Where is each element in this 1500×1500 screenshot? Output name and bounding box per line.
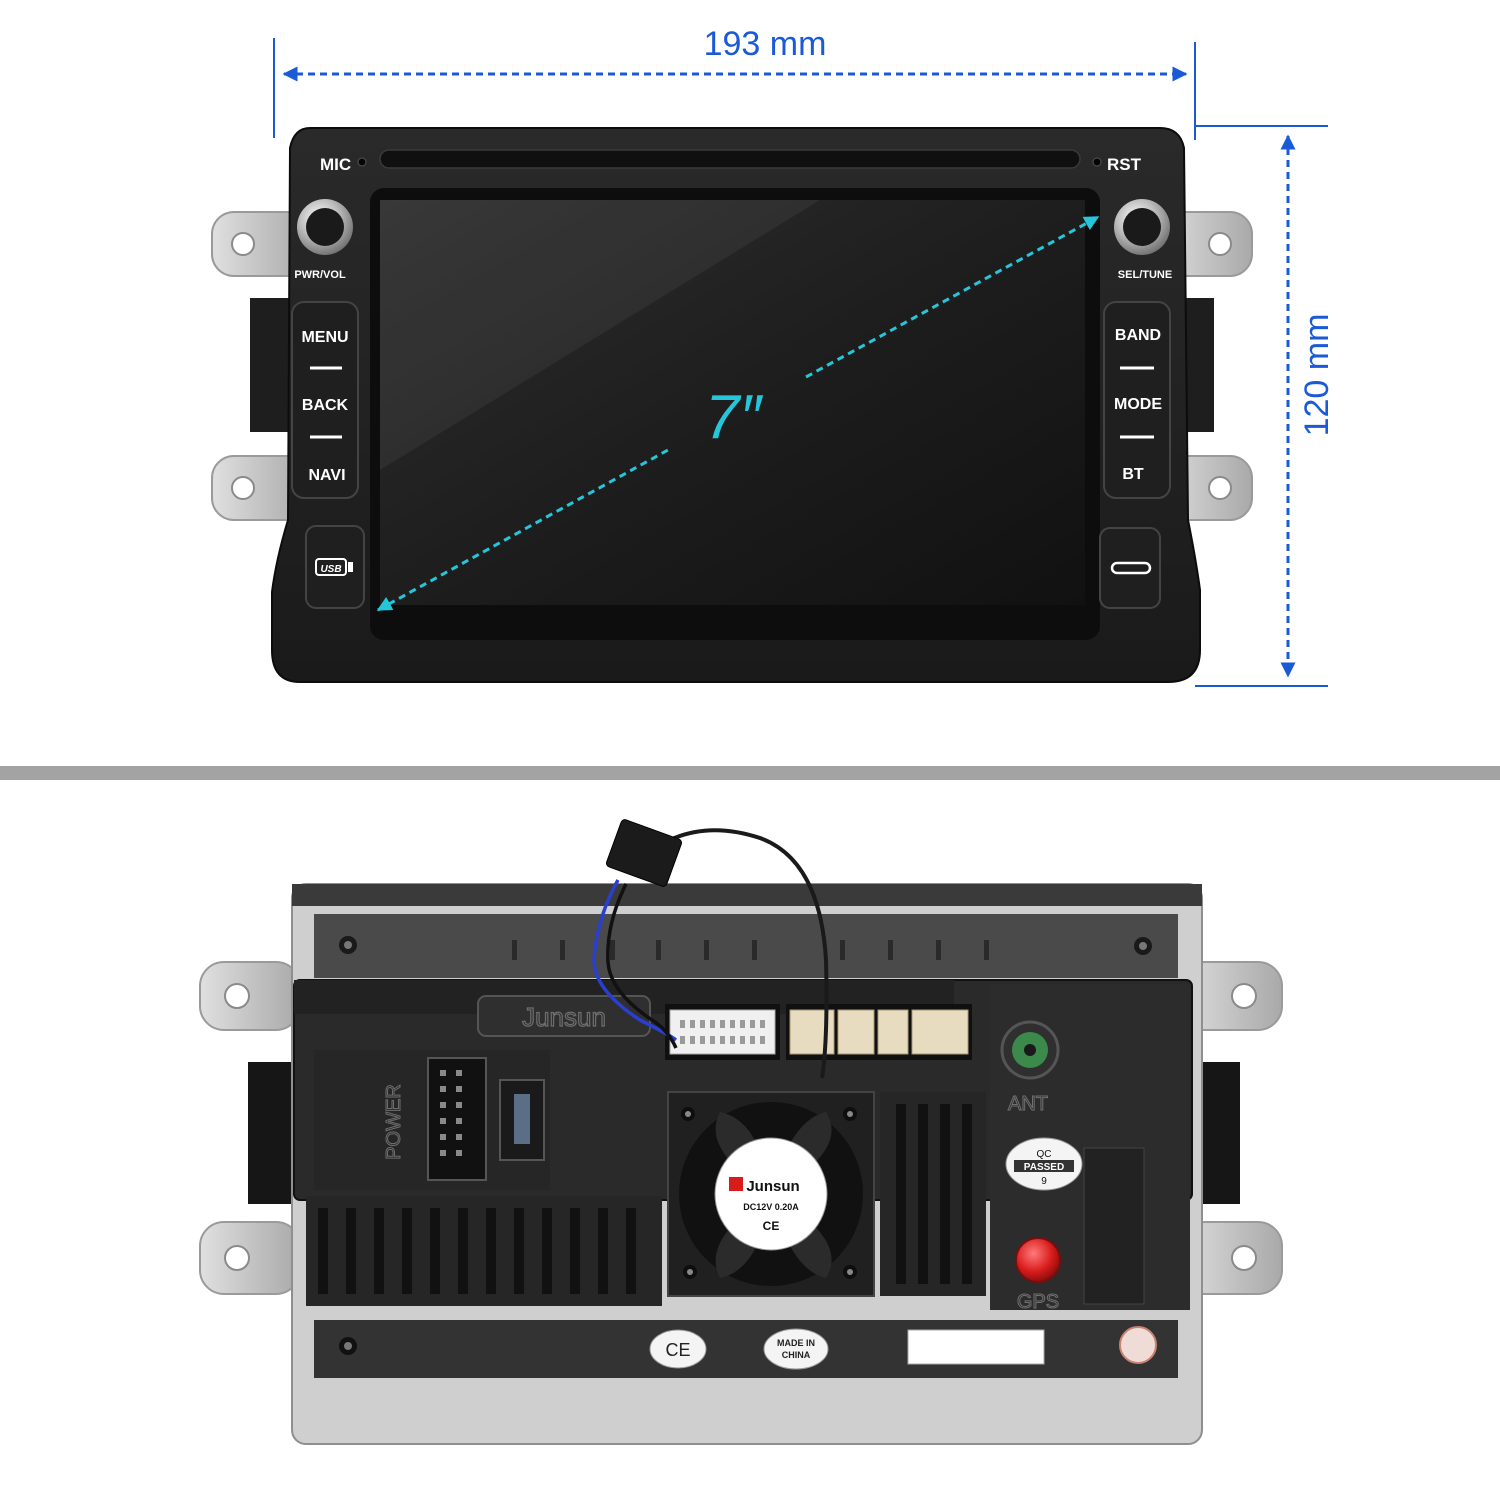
- diagonal-label: 7″: [705, 383, 763, 452]
- mic-label: MIC: [320, 155, 351, 174]
- section-divider: [0, 766, 1500, 780]
- screw-icon-fan-br: [843, 1265, 857, 1279]
- rst-hole[interactable]: [1092, 157, 1102, 167]
- screw-icon-top-left: [339, 936, 357, 954]
- ce-badge-text: CE: [665, 1340, 690, 1360]
- screw-icon-top-right: [1134, 937, 1152, 955]
- lower-vent-section: [306, 1196, 662, 1306]
- fan-spec: DC12V 0.20A: [743, 1202, 799, 1212]
- sel-tune-label: SEL/TUNE: [1118, 269, 1172, 281]
- front-view: 193 mm 120 mm MIC RST: [211, 25, 1336, 687]
- brand-panel-text: Junsun: [522, 1002, 606, 1032]
- iso-connector-white: [665, 1004, 780, 1060]
- screen[interactable]: [380, 200, 1085, 605]
- type-c-icon: [1110, 561, 1152, 575]
- fan-assembly: Junsun DC12V 0.20A CE: [667, 1091, 875, 1297]
- ce-badge: [649, 1329, 707, 1369]
- screen-glare: [380, 200, 820, 470]
- diagonal-arrow-icon-upper: [805, 215, 1100, 379]
- pwr-vol-knob[interactable]: [297, 199, 353, 255]
- made-in-china-badge: [763, 1328, 829, 1370]
- fan-brand: Junsun: [746, 1178, 799, 1195]
- serial-label-blank: [907, 1329, 1045, 1365]
- brand-panel: [477, 995, 651, 1037]
- qc-num: 9: [1041, 1176, 1047, 1187]
- right-button-column: BAND MODE BT: [1103, 301, 1171, 499]
- warranty-seal-icon: [1119, 1326, 1157, 1364]
- screw-icon-fan-bl: [683, 1265, 697, 1279]
- back-view: Junsun POWER: [199, 819, 1283, 1445]
- aux-connectors-beige: [786, 1004, 972, 1060]
- diagonal-arrow-icon-lower: [376, 448, 669, 612]
- usb-label: USB: [320, 564, 341, 575]
- made-in-line2: CHINA: [782, 1350, 811, 1360]
- navi-button[interactable]: NAVI: [308, 467, 345, 484]
- antenna-cable: [592, 819, 829, 1079]
- top-vent-slots: [512, 940, 989, 960]
- bt-button[interactable]: BT: [1122, 466, 1144, 483]
- power-label: POWER: [383, 1084, 405, 1160]
- qc-top: QC: [1037, 1149, 1052, 1160]
- screw-icon-bottom-left: [339, 1337, 357, 1355]
- ant-label: ANT: [1008, 1093, 1048, 1115]
- width-label: 193 mm: [704, 25, 827, 63]
- menu-button[interactable]: MENU: [301, 329, 348, 346]
- usb-icon: [315, 558, 347, 576]
- fan-ce-mark: CE: [763, 1219, 780, 1233]
- gps-label: GPS: [1017, 1291, 1059, 1313]
- rst-label: RST: [1107, 155, 1142, 174]
- made-in-line1: MADE IN: [777, 1338, 815, 1348]
- gps-connector-cap: [1015, 1237, 1061, 1283]
- bottom-label-strip: [314, 1320, 1178, 1378]
- screw-icon-fan-tl: [681, 1107, 695, 1121]
- ant-gps-panel: ANT QC PASSED 9 GPS: [990, 984, 1190, 1314]
- chassis-bottom-edge: [300, 1380, 1196, 1404]
- sel-tune-knob[interactable]: [1114, 199, 1170, 255]
- type-c-port[interactable]: [1099, 527, 1161, 609]
- height-label: 120 mm: [1298, 314, 1336, 437]
- disc-slot: [379, 149, 1081, 169]
- power-connector: POWER: [314, 1050, 550, 1190]
- back-bracket-left: [199, 961, 301, 1295]
- mode-button[interactable]: MODE: [1114, 396, 1162, 413]
- mic-hole: [357, 157, 367, 167]
- right-vent-block: [880, 1092, 986, 1296]
- fan-logo-icon: [729, 1177, 743, 1191]
- back-button[interactable]: BACK: [302, 397, 349, 414]
- band-button[interactable]: BAND: [1115, 327, 1161, 344]
- left-button-column: MENU BACK NAVI: [291, 301, 359, 499]
- usb-port[interactable]: USB: [305, 525, 365, 609]
- pwr-vol-label: PWR/VOL: [294, 269, 346, 281]
- qc-passed: PASSED: [1024, 1162, 1064, 1173]
- chassis-top-edge: [292, 884, 1202, 906]
- screw-icon-fan-tr: [843, 1107, 857, 1121]
- top-vent-panel: [314, 914, 1178, 978]
